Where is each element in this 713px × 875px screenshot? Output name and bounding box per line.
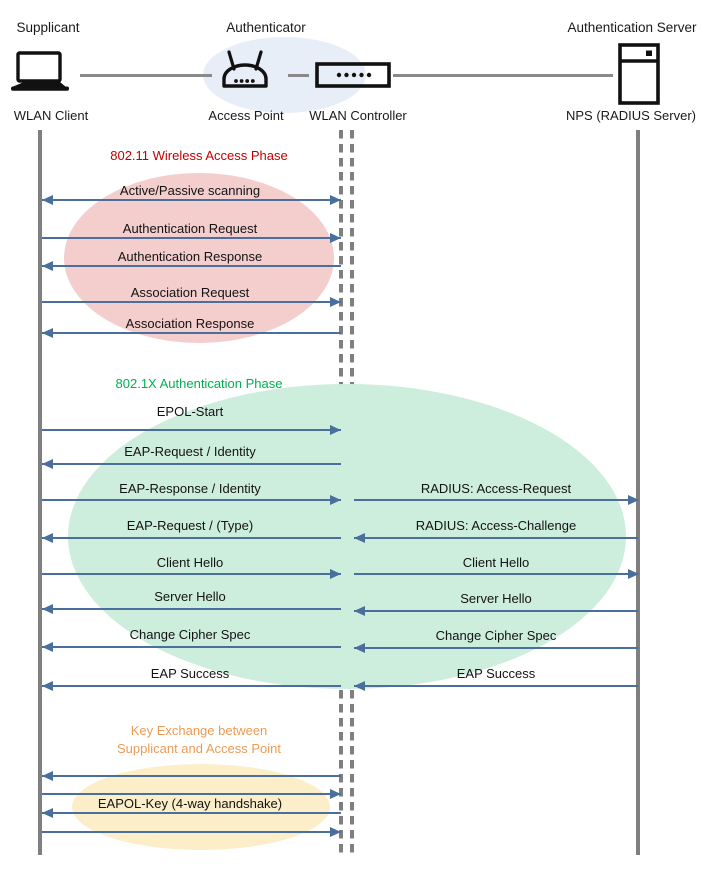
message-arrow-head-right <box>330 425 341 435</box>
phase-ellipse-wireless-access <box>64 173 334 343</box>
message-arrow-head-left <box>42 604 53 614</box>
link-client-to-ap <box>80 74 212 77</box>
lifeline-authentication-server <box>636 130 640 855</box>
message-arrow-head-left <box>354 643 365 653</box>
message-label: Association Request <box>130 285 250 300</box>
message-label: EAP-Request / Identity <box>124 444 256 459</box>
message-label: EAP-Response / Identity <box>119 481 261 496</box>
message-arrow-line <box>42 429 341 431</box>
message-arrow-line-right-segment <box>354 647 638 649</box>
message-label: Client Hello <box>156 555 224 570</box>
message-arrow-head-left <box>42 808 53 818</box>
message-arrow-line <box>42 499 341 501</box>
message-arrow-line <box>42 199 341 201</box>
message-arrow-head-left <box>42 681 53 691</box>
message-arrow-line <box>42 775 341 777</box>
message-arrow-head-right <box>330 297 341 307</box>
message-arrow-line <box>42 301 341 303</box>
link-controller-to-server <box>393 74 613 77</box>
message-arrow-line <box>42 463 341 465</box>
message-arrow-head-left <box>354 533 365 543</box>
message-arrow-head-left <box>42 533 53 543</box>
message-arrow-head-left <box>42 642 53 652</box>
message-label: Association Response <box>125 316 255 331</box>
message-arrow-line <box>42 685 341 687</box>
phase-title-key-exchange-line1: Key Exchange between <box>130 723 268 738</box>
message-arrow-head-right <box>330 233 341 243</box>
message-arrow-head-left <box>42 459 53 469</box>
actor-device-wlan-controller: WLAN Controller <box>309 108 407 123</box>
message-label: Server Hello <box>154 589 226 604</box>
message-label: Authentication Request <box>122 221 258 236</box>
phase-ellipse-dot1x-authentication <box>68 384 626 689</box>
message-arrow-head-left <box>354 606 365 616</box>
message-arrow-head-right <box>330 195 341 205</box>
message-arrow-line <box>42 608 341 610</box>
message-arrow-head-left <box>42 261 53 271</box>
message-arrow-line-right-segment <box>354 537 638 539</box>
phase-title-wireless-access: 802.11 Wireless Access Phase <box>110 148 288 163</box>
wireless-router-icon <box>216 48 274 92</box>
message-arrow-line-right-segment <box>354 573 638 575</box>
message-arrow-head-right <box>330 495 341 505</box>
actor-role-authentication-server: Authentication Server <box>567 20 697 35</box>
message-label: EAPOL-Key (4-way handshake) <box>97 796 283 811</box>
message-arrow-line <box>42 793 341 795</box>
actor-role-authenticator: Authenticator <box>226 20 306 35</box>
network-switch-icon <box>315 62 391 88</box>
message-label-right-segment: Client Hello <box>462 555 530 570</box>
actor-device-wlan-client: WLAN Client <box>13 108 89 123</box>
actor-device-access-point: Access Point <box>208 108 284 123</box>
message-label: Change Cipher Spec <box>129 627 251 642</box>
lifeline-supplicant <box>38 130 42 855</box>
message-arrow-line <box>42 812 341 814</box>
message-arrow-head-right <box>330 827 341 837</box>
message-arrow-line <box>42 265 341 267</box>
message-label: Authentication Response <box>117 249 263 264</box>
message-label: EAP Success <box>150 666 230 681</box>
message-label: EPOL-Start <box>156 404 224 419</box>
message-arrow-line <box>42 332 341 334</box>
message-arrow-head-left <box>42 771 53 781</box>
message-arrow-head-left <box>42 195 53 205</box>
message-label-right-segment: EAP Success <box>456 666 536 681</box>
message-arrow-line <box>42 537 341 539</box>
message-arrow-head-left <box>42 328 53 338</box>
message-arrow-line <box>42 237 341 239</box>
link-ap-to-controller <box>288 74 309 77</box>
message-arrow-line-right-segment <box>354 685 638 687</box>
message-arrow-line <box>42 573 341 575</box>
server-rack-icon <box>617 43 661 105</box>
message-label: EAP-Request / (Type) <box>126 518 254 533</box>
message-arrow-head-right <box>330 789 341 799</box>
actor-role-supplicant: Supplicant <box>16 20 80 35</box>
message-arrow-head-right <box>330 569 341 579</box>
message-arrow-line-right-segment <box>354 610 638 612</box>
message-label-right-segment: RADIUS: Access-Challenge <box>415 518 577 533</box>
actor-device-nps-radius-server: NPS (RADIUS Server) <box>565 108 697 123</box>
message-arrow-line-right-segment <box>354 499 638 501</box>
message-arrow-head-right <box>628 495 639 505</box>
message-arrow-head-left <box>354 681 365 691</box>
message-label-right-segment: Change Cipher Spec <box>435 628 557 643</box>
message-label-right-segment: RADIUS: Access-Request <box>420 481 572 496</box>
phase-ellipse-key-exchange <box>72 764 330 850</box>
phase-title-dot1x-authentication: 802.1X Authentication Phase <box>115 376 283 391</box>
laptop-icon <box>10 51 72 95</box>
message-arrow-head-right <box>628 569 639 579</box>
message-arrow-line <box>42 831 341 833</box>
phase-title-key-exchange-line2: Supplicant and Access Point <box>116 741 282 756</box>
message-label: Active/Passive scanning <box>119 183 261 198</box>
message-arrow-line <box>42 646 341 648</box>
message-label-right-segment: Server Hello <box>460 591 532 606</box>
